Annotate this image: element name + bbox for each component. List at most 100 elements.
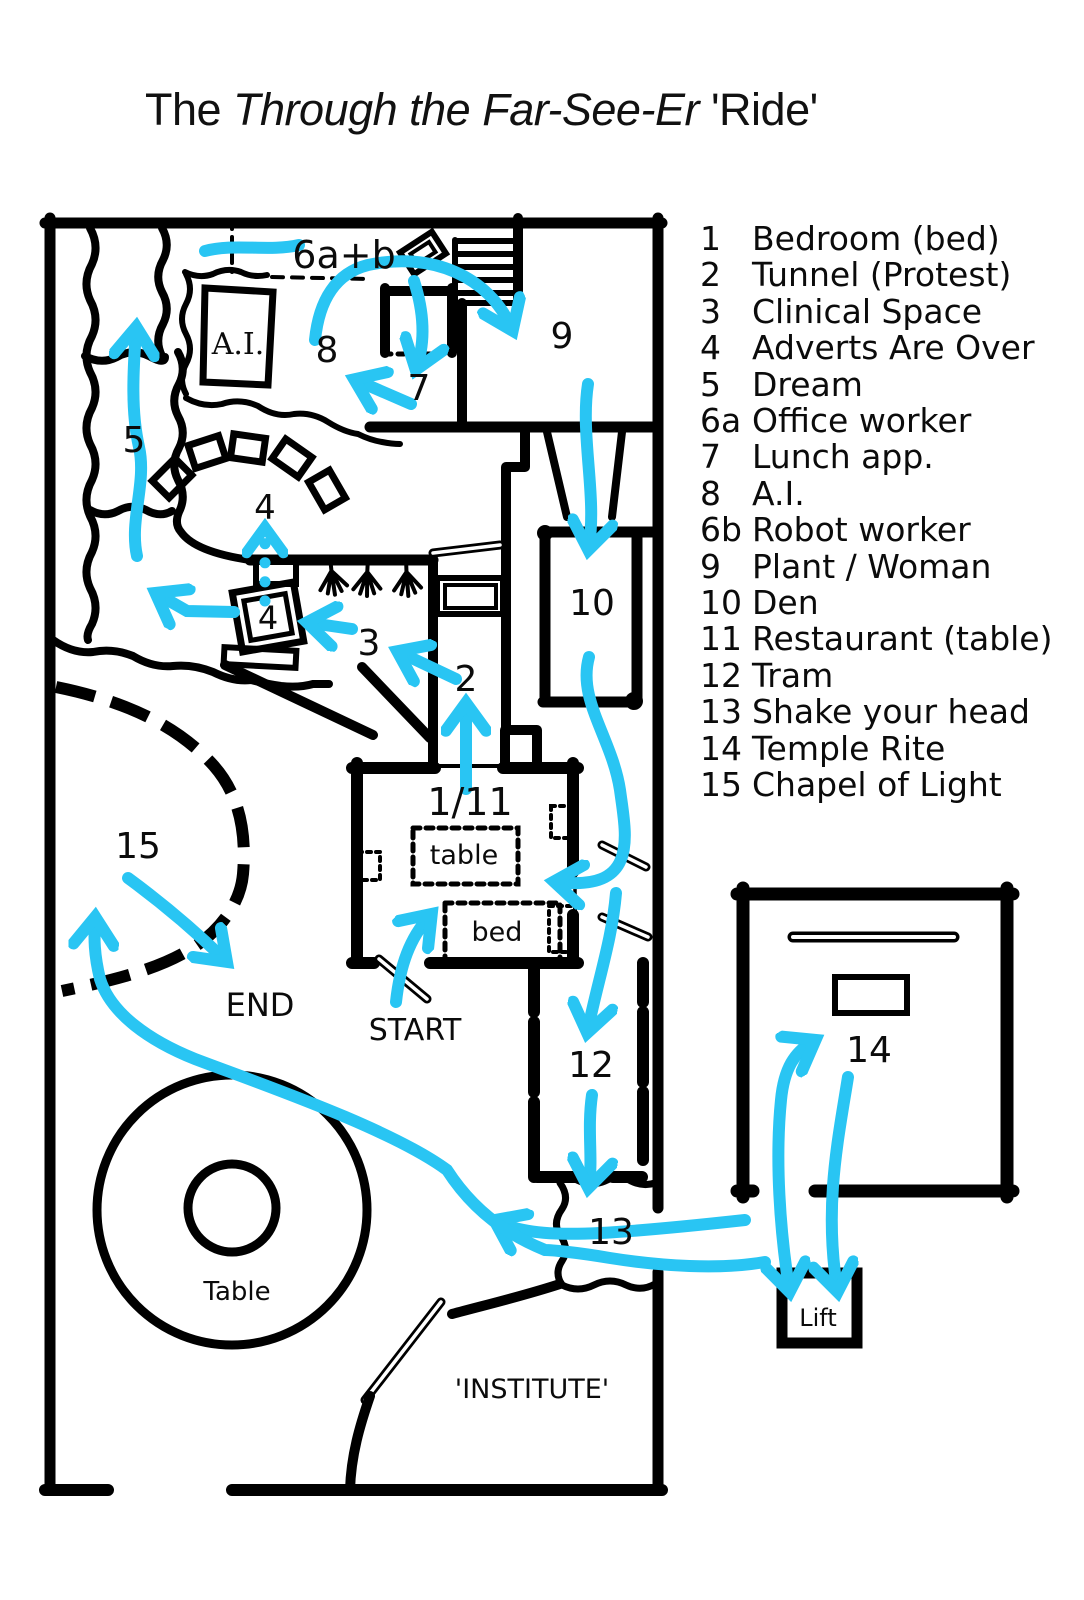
legend-label: Clinical Space <box>752 291 983 331</box>
wavy-partition-1 <box>81 348 169 365</box>
room-label-14: 14 <box>846 1030 892 1071</box>
route-14-lift-arrow <box>832 1071 848 1288</box>
route-dream-arrow <box>133 331 141 562</box>
legend-label: Den <box>752 583 819 623</box>
start-label: START <box>369 1013 462 1048</box>
legend-num: 2 <box>700 255 721 295</box>
temple-box <box>832 974 910 1016</box>
legend-num: 4 <box>700 328 721 368</box>
route-lift-14-arrow <box>778 1042 812 1288</box>
dotted-marker-left <box>356 850 382 882</box>
legend-num: 9 <box>700 546 721 586</box>
legend-num: 7 <box>700 437 721 477</box>
route-layer <box>95 239 848 1288</box>
end-label: END <box>226 986 295 1024</box>
billboards <box>147 429 351 515</box>
route-start-arrow <box>390 917 429 1008</box>
title-italic: Through the Far-See-Er <box>233 84 699 135</box>
route-to-4-arrow <box>311 623 358 629</box>
legend-label: Restaurant (table) <box>752 619 1053 659</box>
route-to-15-sweep <box>95 921 771 1273</box>
squiggle-13-bottom <box>558 1277 659 1293</box>
room-label-5: 5 <box>123 420 146 461</box>
route-return-13-arrow <box>498 1220 751 1234</box>
legend-row: 4 Adverts Are Over <box>700 328 1052 368</box>
institute-wall-upper <box>447 1279 565 1319</box>
ai-box <box>199 284 277 389</box>
route-to-9-arrow <box>309 255 511 346</box>
wavy-wall-diagonal <box>49 636 333 691</box>
legend-row: 3 Clinical Space <box>700 291 1052 331</box>
legend-num: 11 <box>700 619 742 659</box>
route-to-7-arrow <box>414 275 423 366</box>
walls-layer <box>39 212 1020 1496</box>
table-rect <box>410 825 521 887</box>
bed-label: bed <box>472 917 523 948</box>
legend-label: Office worker <box>752 401 972 441</box>
legend-label: Adverts Are Over <box>752 328 1035 368</box>
room-label-4-box: 4 <box>258 599 278 637</box>
legend-num: 3 <box>700 291 721 331</box>
wall-junction-dot <box>537 525 553 541</box>
squiggle-6a <box>182 266 270 280</box>
legend-row: 7 Lunch app. <box>700 437 1052 477</box>
legend-label: Lunch app. <box>752 437 934 477</box>
step-walls <box>501 422 542 768</box>
legend-label: Chapel of Light <box>752 765 1002 805</box>
route-end-arrow <box>122 872 224 959</box>
room-label-12: 12 <box>568 1045 614 1086</box>
wavy-wall-left <box>82 224 100 644</box>
route-10-11-arrow <box>558 651 631 883</box>
institute-label: 'INSTITUTE' <box>455 1374 609 1405</box>
legend-label: Tunnel (Protest) <box>752 255 1012 295</box>
legend-label: A.I. <box>752 473 805 513</box>
plant-funnel <box>543 428 626 521</box>
room-label-1-11: 1/11 <box>427 780 512 824</box>
bed-rect <box>442 900 563 964</box>
legend-num: 6a <box>700 401 742 441</box>
round-table-label: Table <box>202 1277 270 1307</box>
table-label: table <box>430 840 498 871</box>
legend-row: 8 A.I. <box>700 473 1052 513</box>
route-7-8-arrow <box>358 381 417 404</box>
legend: 1 Bedroom (bed) 2 Tunnel (Protest) 3 Clinic… <box>700 219 1053 805</box>
legend-label: Dream <box>752 364 863 404</box>
legend-label: Bedroom (bed) <box>752 219 1000 258</box>
legend-num: 12 <box>700 655 742 695</box>
legend-row: 1 Bedroom (bed) <box>700 219 1052 258</box>
title-post: 'Ride' <box>698 84 818 135</box>
wavy-wall-inner-top <box>154 224 171 360</box>
squiggle-8-bottom <box>183 395 403 447</box>
institute-wall-lower <box>345 1391 375 1495</box>
legend-row: 2 Tunnel (Protest) <box>700 255 1052 295</box>
legend-label: Tram <box>752 655 834 695</box>
route-to-3-arrow <box>401 653 462 679</box>
legend-num: 8 <box>700 473 721 513</box>
room-label-15: 15 <box>115 826 161 867</box>
room-label-13: 13 <box>588 1212 634 1253</box>
legend-label: Temple Rite <box>752 728 946 768</box>
room-label-8: 8 <box>316 330 339 371</box>
room-label-7: 7 <box>408 368 431 409</box>
lift-label: Lift <box>799 1304 836 1332</box>
legend-num: 1 <box>700 219 721 258</box>
chapel-dashed-arc <box>54 681 250 997</box>
route-11-12-arrow <box>588 887 622 1029</box>
dashed-wall-6a-horiz <box>270 275 372 281</box>
legend-num: 13 <box>700 692 742 732</box>
ai-label: A.I. <box>211 327 265 362</box>
legend-label: Shake your head <box>752 692 1030 732</box>
tilted-bar-core <box>431 543 502 555</box>
room-14-walls <box>730 881 1020 1204</box>
room-label-2: 2 <box>455 659 478 700</box>
